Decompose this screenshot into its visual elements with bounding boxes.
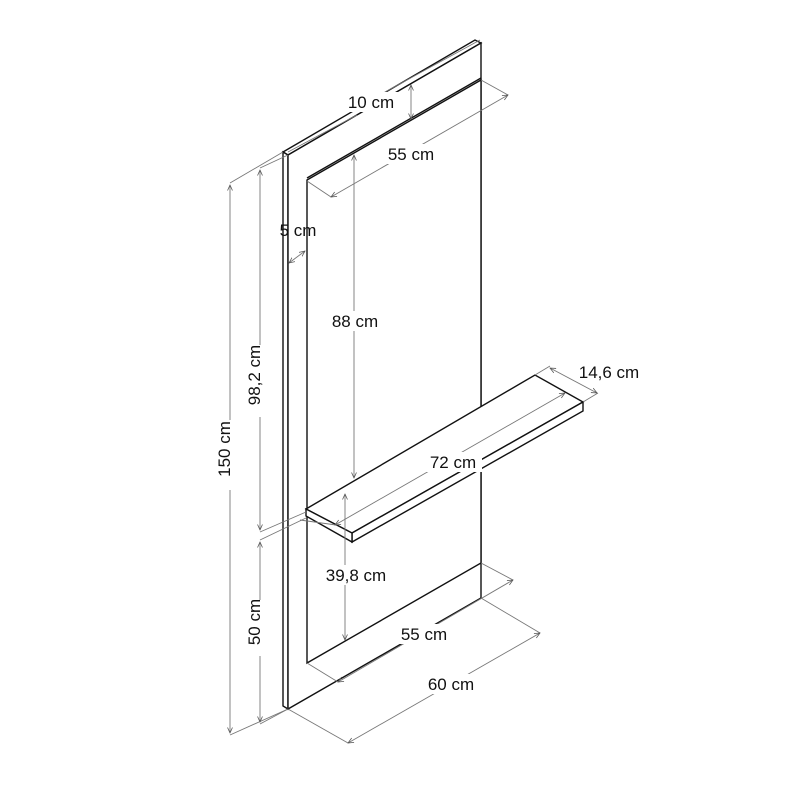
label-shelf-clearance: 39,8 cm — [326, 566, 386, 585]
shelf-depth-dimension — [550, 368, 597, 393]
label-total-height: 150 cm — [215, 421, 234, 477]
label-lower-height: 50 cm — [245, 599, 264, 645]
dimension-labels: 10 cm 55 cm 5 cm 88 cm 98,2 cm 150 cm 50… — [215, 92, 639, 694]
label-mirror-height: 88 cm — [332, 312, 378, 331]
label-mirror-width-top: 55 cm — [388, 145, 434, 164]
label-shelf-depth: 14,6 cm — [579, 363, 639, 382]
frame-inset-dimension — [289, 251, 305, 263]
label-shelf-width: 72 cm — [430, 453, 476, 472]
label-mirror-width-bottom: 55 cm — [401, 625, 447, 644]
label-frame-inset: 5 cm — [280, 221, 317, 240]
label-upper-height: 98,2 cm — [245, 345, 264, 405]
label-panel-width: 60 cm — [428, 675, 474, 694]
label-top-depth: 10 cm — [348, 93, 394, 112]
